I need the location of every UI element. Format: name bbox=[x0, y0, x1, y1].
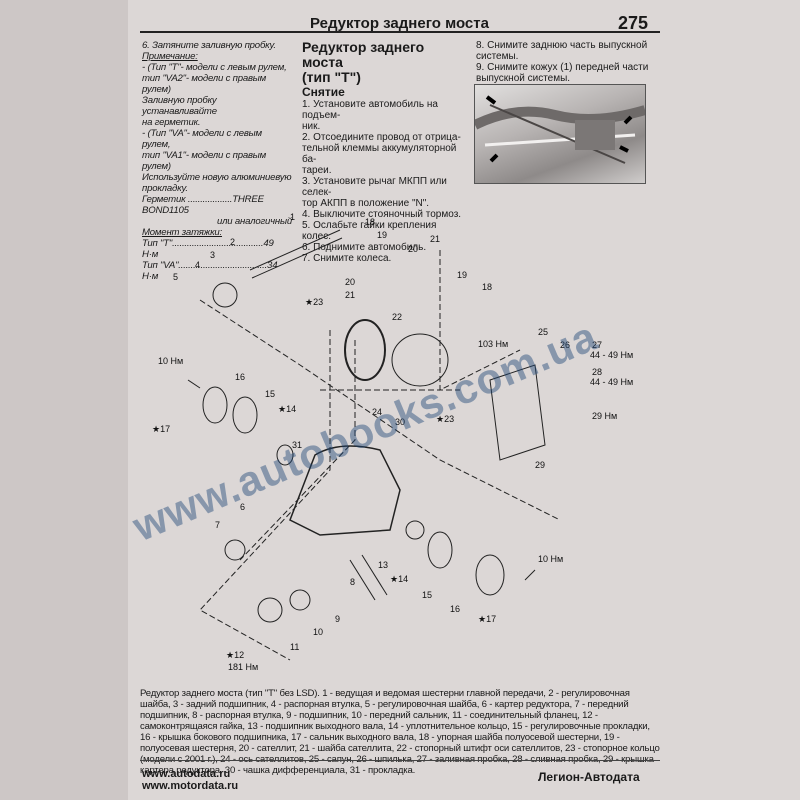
step-line: 8. Снимите заднюю часть выпускной bbox=[476, 40, 648, 51]
diagram-label: 10 Нм bbox=[538, 554, 563, 564]
note-line: Используйте новую алюминиевую bbox=[142, 172, 292, 183]
diagram-label: 15 bbox=[422, 590, 432, 600]
diagram-label: 18 bbox=[482, 282, 492, 292]
section-title-line2: (тип "Т") bbox=[302, 69, 361, 85]
diagram-label: 8 bbox=[350, 577, 355, 587]
diagram-label: 16 bbox=[450, 604, 460, 614]
diagram-label: ★14 bbox=[390, 574, 408, 584]
diagram-label: 26 bbox=[560, 340, 570, 350]
exploded-diagram-drawing: 1 2 3 4 5 6 7 8 9 10 11 ★12 181 Нм 13 ★1… bbox=[152, 212, 633, 672]
note-line: Тип "Т".................................… bbox=[142, 238, 274, 260]
diagram-label: 13 bbox=[378, 560, 388, 570]
step-line: 1. Установите автомобиль на подъем- bbox=[302, 99, 438, 121]
diagram-label: ★23 bbox=[436, 414, 454, 424]
note-line: на герметик. bbox=[142, 117, 201, 128]
removal-steps-continued: 8. Снимите заднюю часть выпускной систем… bbox=[476, 40, 656, 84]
note-line: Примечание: bbox=[142, 51, 198, 62]
diagram-label: 24 bbox=[372, 407, 382, 417]
note-line: или аналогичный bbox=[216, 216, 292, 227]
step-line: тор АКПП в положение "N". bbox=[302, 198, 430, 209]
diagram-label: 44 - 49 Нм bbox=[590, 377, 633, 387]
diagram-label: 7 bbox=[215, 520, 220, 530]
diagram-label: 29 bbox=[535, 460, 545, 470]
diagram-label: ★17 bbox=[152, 424, 170, 434]
diagram-label: 31 bbox=[292, 440, 302, 450]
section-title: Редуктор заднего моста (тип "Т") bbox=[302, 40, 467, 85]
step-line: системы. bbox=[476, 51, 519, 62]
diagram-label: 103 Нм bbox=[478, 339, 508, 349]
diagram-label: 19 bbox=[377, 230, 387, 240]
diagram-label: 16 bbox=[235, 372, 245, 382]
diagram-label: 18 bbox=[365, 217, 375, 227]
publisher-brand: Легион-Автодата bbox=[538, 770, 640, 784]
note-line: Момент затяжки: bbox=[142, 227, 223, 238]
step-line: 2. Отсоедините провод от отрица- bbox=[302, 132, 461, 143]
exploded-diagram: 1 2 3 4 5 6 7 8 9 10 11 ★12 181 Нм 13 ★1… bbox=[140, 190, 657, 680]
book-page bbox=[128, 0, 800, 800]
footer-link-motordata[interactable]: www.motordata.ru bbox=[142, 780, 239, 792]
step-line: 3. Установите рычаг МКПП или селек- bbox=[302, 176, 447, 198]
header-rule bbox=[140, 31, 660, 33]
footer-link-autodata[interactable]: www.autodata.ru bbox=[142, 768, 231, 780]
diagram-label: 30 bbox=[395, 417, 405, 427]
diagram-label: 15 bbox=[265, 389, 275, 399]
diagram-label: ★23 bbox=[305, 297, 323, 307]
diagram-label: 10 Нм bbox=[158, 356, 183, 366]
diagram-label: 10 bbox=[313, 627, 323, 637]
section-subtitle: Снятие bbox=[302, 85, 345, 99]
diagram-label: 6 bbox=[240, 502, 245, 512]
diagram-label: 1 bbox=[290, 212, 295, 222]
diagram-label: 21 bbox=[345, 290, 355, 300]
diagram-label: 21 bbox=[430, 234, 440, 244]
diagram-label: 44 - 49 Нм bbox=[590, 350, 633, 360]
note-line: Герметик ..................THREE BOND110… bbox=[142, 194, 264, 216]
note-line: тип "VA2"- модели с правым рулем) bbox=[142, 73, 267, 95]
step-line: 9. Снимите кожух (1) передней части bbox=[476, 62, 649, 73]
figure-caption: Редуктор заднего моста (тип "Т" без LSD)… bbox=[140, 688, 660, 776]
page-number: 275 bbox=[618, 13, 649, 33]
diagram-label: 20 bbox=[408, 244, 418, 254]
note-line: прокладку. bbox=[142, 183, 188, 194]
diagram-label: 27 bbox=[592, 340, 602, 350]
note-line: тип "VA1"- модели с правым рулем) bbox=[142, 150, 267, 172]
note-line: - (Тип "Т"- модели с левым рулем, bbox=[142, 62, 287, 73]
note-line: Тип "VA"................................… bbox=[142, 260, 278, 282]
diagram-label: 11 bbox=[290, 642, 299, 652]
exhaust-photo-drawing bbox=[475, 95, 645, 164]
diagram-label: 9 bbox=[335, 614, 340, 624]
diagram-label: ★14 bbox=[278, 404, 296, 414]
diagram-label: 181 Нм bbox=[228, 662, 258, 672]
diagram-label: ★12 bbox=[226, 650, 244, 660]
middle-column: Редуктор заднего моста (тип "Т") Снятие … bbox=[302, 40, 467, 265]
step-line: 7. Снимите колеса. bbox=[302, 253, 392, 264]
step-line: 6. Поднимите автомобиль. bbox=[302, 242, 427, 253]
diagram-label: 3 bbox=[210, 250, 215, 260]
removal-steps: 1. Установите автомобиль на подъем- ник.… bbox=[302, 99, 467, 264]
diagram-label: 4 bbox=[195, 260, 200, 270]
note-line: - (Тип "VA"- модели с левым рулем, bbox=[142, 128, 262, 150]
left-column-notes: 6. Затяните заливную пробку. Примечание:… bbox=[142, 40, 292, 282]
step-line: ник. bbox=[302, 121, 321, 132]
section-title-line1: Редуктор заднего моста bbox=[302, 39, 425, 70]
diagram-label: ★17 bbox=[478, 614, 496, 624]
diagram-label: 25 bbox=[538, 327, 548, 337]
diagram-label: 20 bbox=[345, 277, 355, 287]
step-line: выпускной системы. bbox=[476, 73, 571, 84]
step-line: 4. Выключите стояночный тормоз. bbox=[302, 209, 462, 220]
diagram-label: 2 bbox=[230, 237, 235, 247]
diagram-label: 22 bbox=[392, 312, 402, 322]
exhaust-photo bbox=[474, 84, 646, 184]
step-line: тельной клеммы аккумуляторной ба- bbox=[302, 143, 457, 165]
footer-rule bbox=[140, 760, 660, 761]
diagram-label: 29 Нм bbox=[592, 411, 617, 421]
diagram-label: 19 bbox=[457, 270, 467, 280]
note-line: Заливную пробку устанавливайте bbox=[142, 95, 217, 117]
page-header-title: Редуктор заднего моста bbox=[310, 15, 489, 32]
diagram-label: 28 bbox=[592, 367, 602, 377]
diagram-label: 5 bbox=[173, 272, 178, 282]
step-line: 5. Ослабьте гайки крепления колес. bbox=[302, 220, 437, 242]
note-line: 6. Затяните заливную пробку. bbox=[142, 40, 276, 51]
right-column: 8. Снимите заднюю часть выпускной систем… bbox=[476, 40, 656, 84]
step-line: тареи. bbox=[302, 165, 332, 176]
